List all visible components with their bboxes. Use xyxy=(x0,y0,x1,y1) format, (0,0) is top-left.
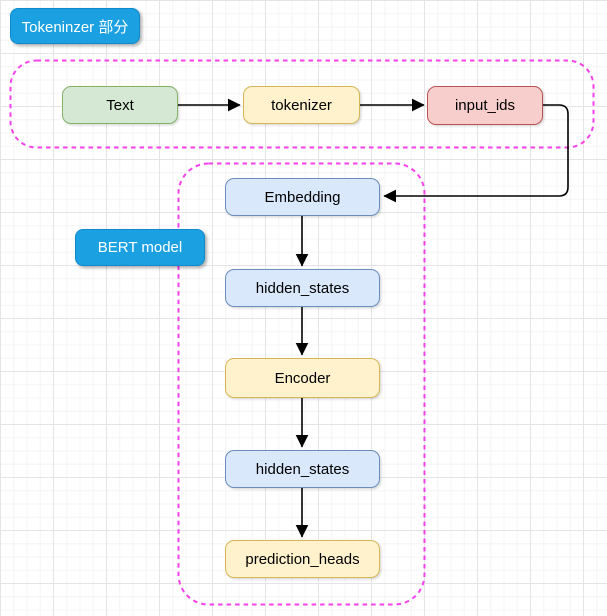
node-encoder: Encoder xyxy=(225,358,380,398)
node-hidden-states-2: hidden_states xyxy=(225,450,380,488)
node-tokenizer: tokenizer xyxy=(243,86,360,124)
bert-section-label: BERT model xyxy=(75,229,205,266)
node-input-ids: input_ids xyxy=(427,86,543,125)
node-embedding: Embedding xyxy=(225,178,380,216)
node-hidden-states-1: hidden_states xyxy=(225,269,380,307)
tokenizer-section-label: Tokeninzer 部分 xyxy=(10,8,140,44)
node-prediction-heads: prediction_heads xyxy=(225,540,380,578)
node-text: Text xyxy=(62,86,178,124)
